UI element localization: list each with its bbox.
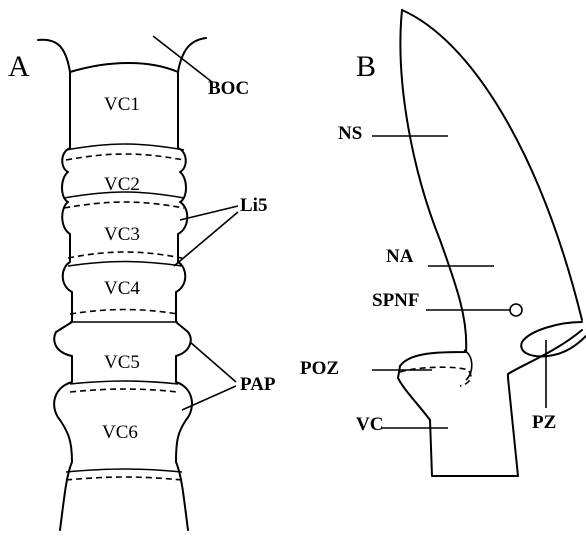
neural-spine-outline <box>398 10 582 476</box>
joint-vc2-vc3-dashed <box>64 202 184 208</box>
vc5-label: VC5 <box>104 352 140 373</box>
joint-vc6-vc7 <box>66 469 182 472</box>
joint-vc3-vc4-dashed <box>68 252 182 258</box>
joint-vc1-vc2-dashed <box>66 154 184 160</box>
panel-b: B PZ POZ NS NA SPNF VC <box>300 10 586 476</box>
vc3-label: VC3 <box>104 224 140 245</box>
li5-leader-lower <box>174 212 238 266</box>
pz-label: PZ <box>532 412 556 433</box>
li5-leader-upper <box>180 206 238 220</box>
vc4-label: VC4 <box>104 278 140 299</box>
li5-label: Li5 <box>240 195 267 216</box>
pap-leader-upper <box>190 342 236 382</box>
joint-vc3-vc4 <box>68 262 182 267</box>
poz-label: POZ <box>300 358 339 379</box>
panel-a: A BOC VC1 VC2 VC3 VC4 VC5 VC6 Li5 <box>8 36 276 530</box>
prezygapophysis-outline <box>521 322 586 356</box>
spnf-label: SPNF <box>372 290 420 311</box>
boc-leader-line <box>153 36 212 82</box>
pap-leader-lower <box>182 386 236 410</box>
joint-vc5-vc6-dashed <box>70 389 178 392</box>
joint-vc6-vc7-dashed <box>66 477 182 480</box>
joint-vc5-vc6 <box>70 381 178 384</box>
column-left-contour <box>54 72 72 530</box>
vc1-label: VC1 <box>104 94 140 115</box>
panel-b-letter: B <box>356 50 376 83</box>
vc6-label: VC6 <box>102 422 138 443</box>
vc-label: VC <box>356 414 383 435</box>
na-label: NA <box>386 246 414 267</box>
joint-vc1-vc2 <box>66 144 184 150</box>
pap-label: PAP <box>240 374 276 395</box>
basioccipital-outline <box>38 38 206 72</box>
panel-a-letter: A <box>8 50 30 83</box>
spinal-nerve-foramen-marker <box>510 304 522 316</box>
vc2-label: VC2 <box>104 174 140 195</box>
joint-vc4-vc5-dashed <box>70 310 178 315</box>
ns-label: NS <box>338 123 362 144</box>
neural-spine-front-edge <box>402 10 582 320</box>
boc-label: BOC <box>208 78 249 99</box>
column-right-contour <box>176 72 192 530</box>
